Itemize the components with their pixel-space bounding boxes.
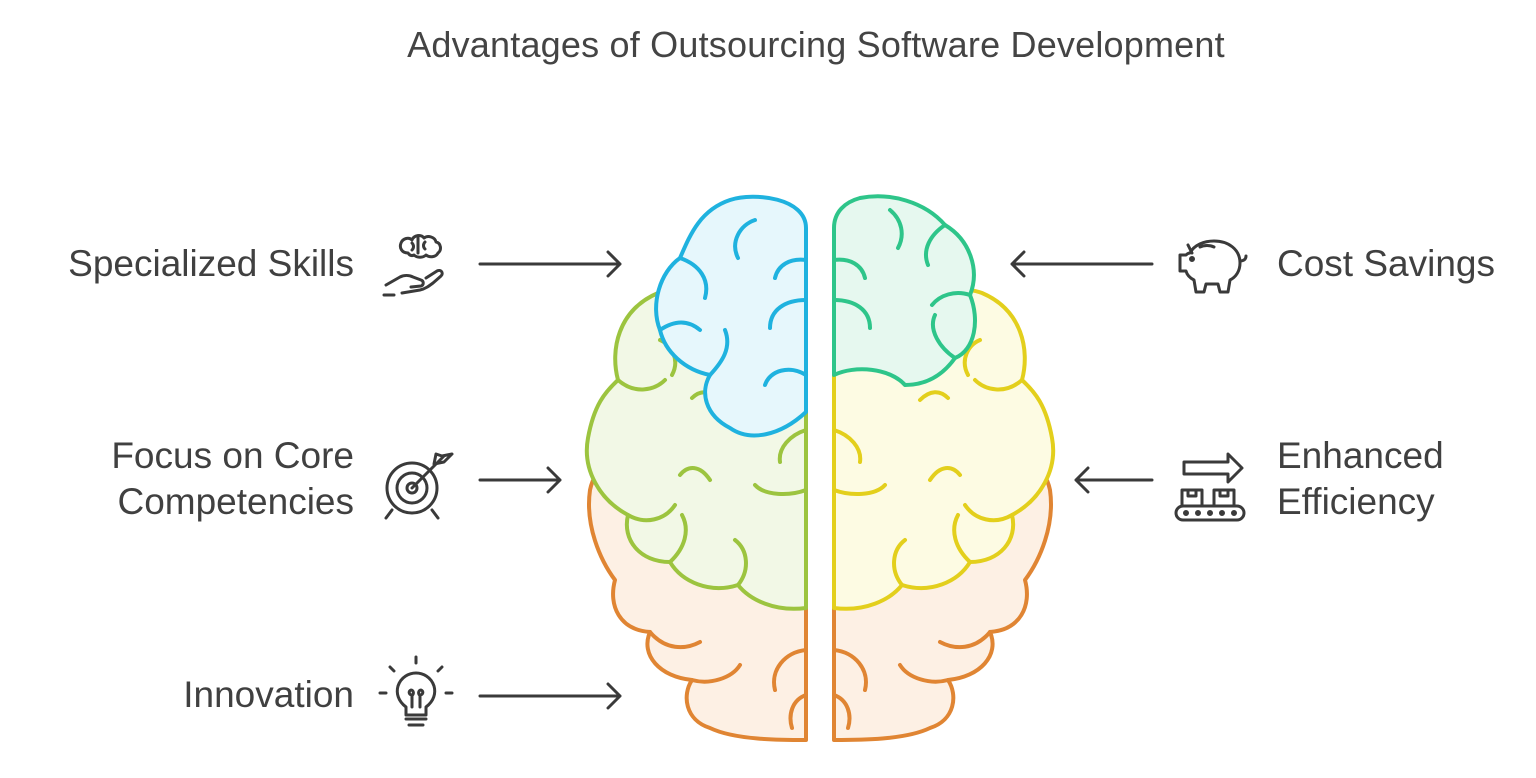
- brain-in-hand-icon: [378, 225, 458, 305]
- arrow-enhanced-efficiency: [1072, 465, 1154, 495]
- arrow-cost-savings: [1008, 249, 1154, 279]
- light-bulb-icon: [378, 655, 458, 735]
- target-with-arrow-icon: [378, 446, 458, 526]
- label-cost-savings: Cost Savings: [1277, 241, 1495, 287]
- label-specialized-skills: Specialized Skills: [68, 241, 354, 287]
- label-specialized-skills-text: Specialized Skills: [68, 243, 354, 284]
- label-enhanced-efficiency: Enhanced Efficiency: [1277, 433, 1444, 525]
- brain-lobe-blue: [654, 194, 808, 438]
- brain-illustration: [560, 180, 1080, 770]
- diagram-title: Advantages of Outsourcing Software Devel…: [407, 24, 1225, 65]
- arrow-focus-core: [478, 465, 564, 495]
- arrow-specialized-skills: [478, 249, 624, 279]
- label-innovation-text: Innovation: [183, 674, 354, 715]
- label-enhanced-line1: Enhanced: [1277, 435, 1444, 476]
- conveyor-belt-icon: [1170, 446, 1250, 526]
- arrow-innovation: [478, 681, 624, 711]
- label-cost-savings-text: Cost Savings: [1277, 243, 1495, 284]
- label-focus-line2: Competencies: [117, 481, 354, 522]
- label-focus-line1: Focus on Core: [111, 435, 354, 476]
- label-enhanced-line2: Efficiency: [1277, 481, 1435, 522]
- label-focus-core-competencies: Focus on Core Competencies: [111, 433, 354, 525]
- brain-lobe-teal: [832, 194, 977, 387]
- piggy-bank-icon: [1170, 225, 1250, 305]
- label-innovation: Innovation: [183, 672, 354, 718]
